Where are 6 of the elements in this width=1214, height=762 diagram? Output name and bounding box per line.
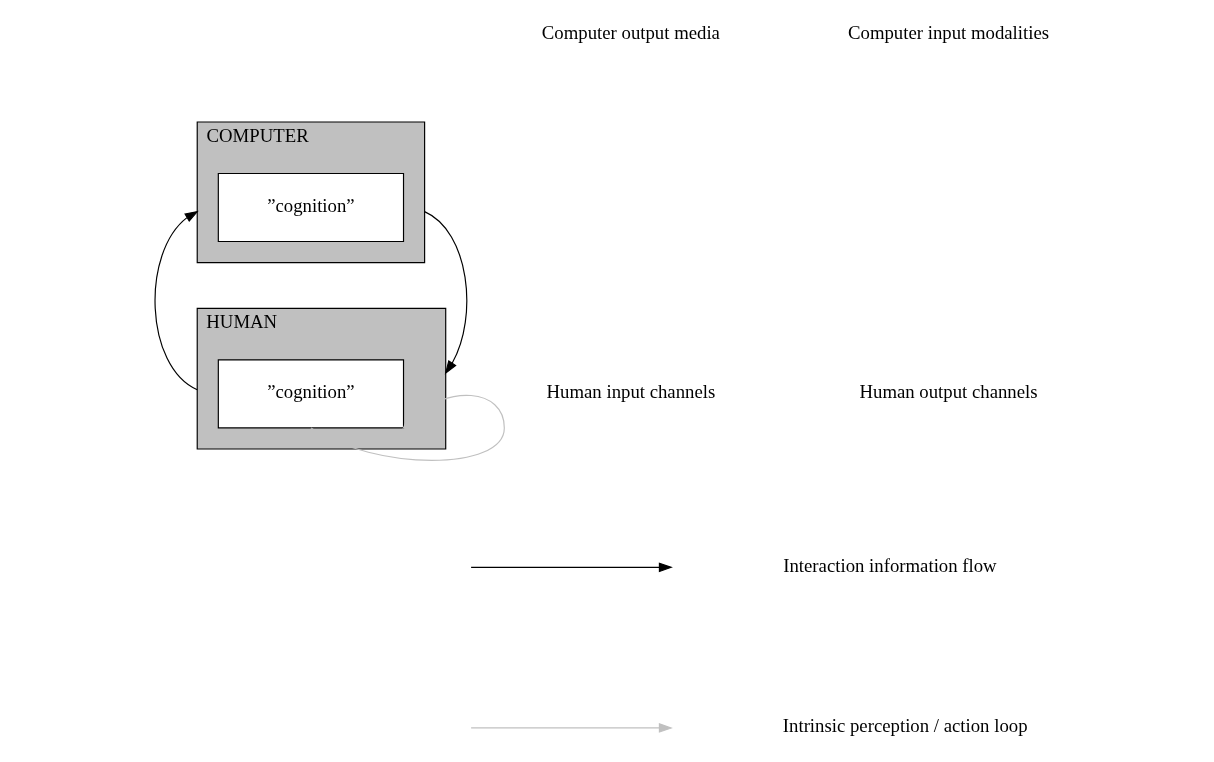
label: Human input channels xyxy=(546,381,716,403)
legend-label: Intrinsic perception / action loop xyxy=(782,715,1028,737)
label: Computer input modalities xyxy=(848,21,1050,43)
label: Human output channels xyxy=(859,381,1038,403)
label: Computer output media xyxy=(541,21,720,43)
legend-label: Interaction information flow xyxy=(783,554,997,576)
